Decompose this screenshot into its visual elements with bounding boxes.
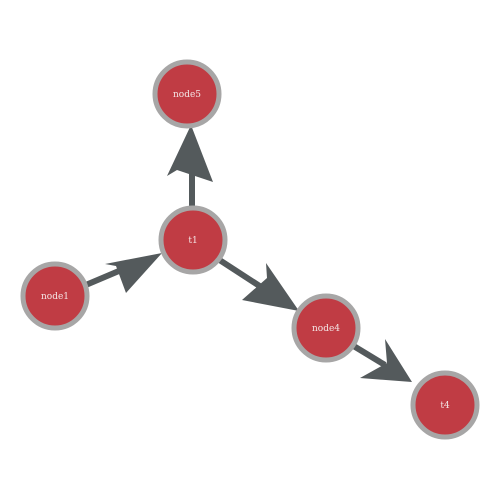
- arrowhead: [360, 339, 412, 382]
- node-circle[interactable]: [291, 293, 361, 363]
- node-label: t1: [188, 236, 197, 246]
- node-circle[interactable]: [152, 59, 222, 129]
- arrowhead: [105, 253, 162, 293]
- edge-t1-node4: [216, 256, 299, 311]
- node-label: t4: [440, 401, 450, 411]
- nodes: node5 t1 node1 node4 t4: [20, 59, 480, 440]
- node-t1[interactable]: t1: [158, 205, 228, 275]
- edge-t1-node5: [167, 125, 213, 210]
- edge-node4-t4: [350, 339, 412, 382]
- node-node5[interactable]: node5: [152, 59, 222, 129]
- node-label: node5: [173, 90, 201, 100]
- edges: [72, 125, 412, 382]
- node-node1[interactable]: node1: [20, 261, 90, 331]
- arrowhead: [167, 125, 213, 182]
- node-circle[interactable]: [20, 261, 90, 331]
- node-label: node1: [41, 292, 69, 302]
- node-circle[interactable]: [410, 370, 480, 440]
- node-t4[interactable]: t4: [410, 370, 480, 440]
- arrowhead: [242, 263, 299, 311]
- node-label: node4: [312, 324, 340, 334]
- node-circle[interactable]: [158, 205, 228, 275]
- node-node4[interactable]: node4: [291, 293, 361, 363]
